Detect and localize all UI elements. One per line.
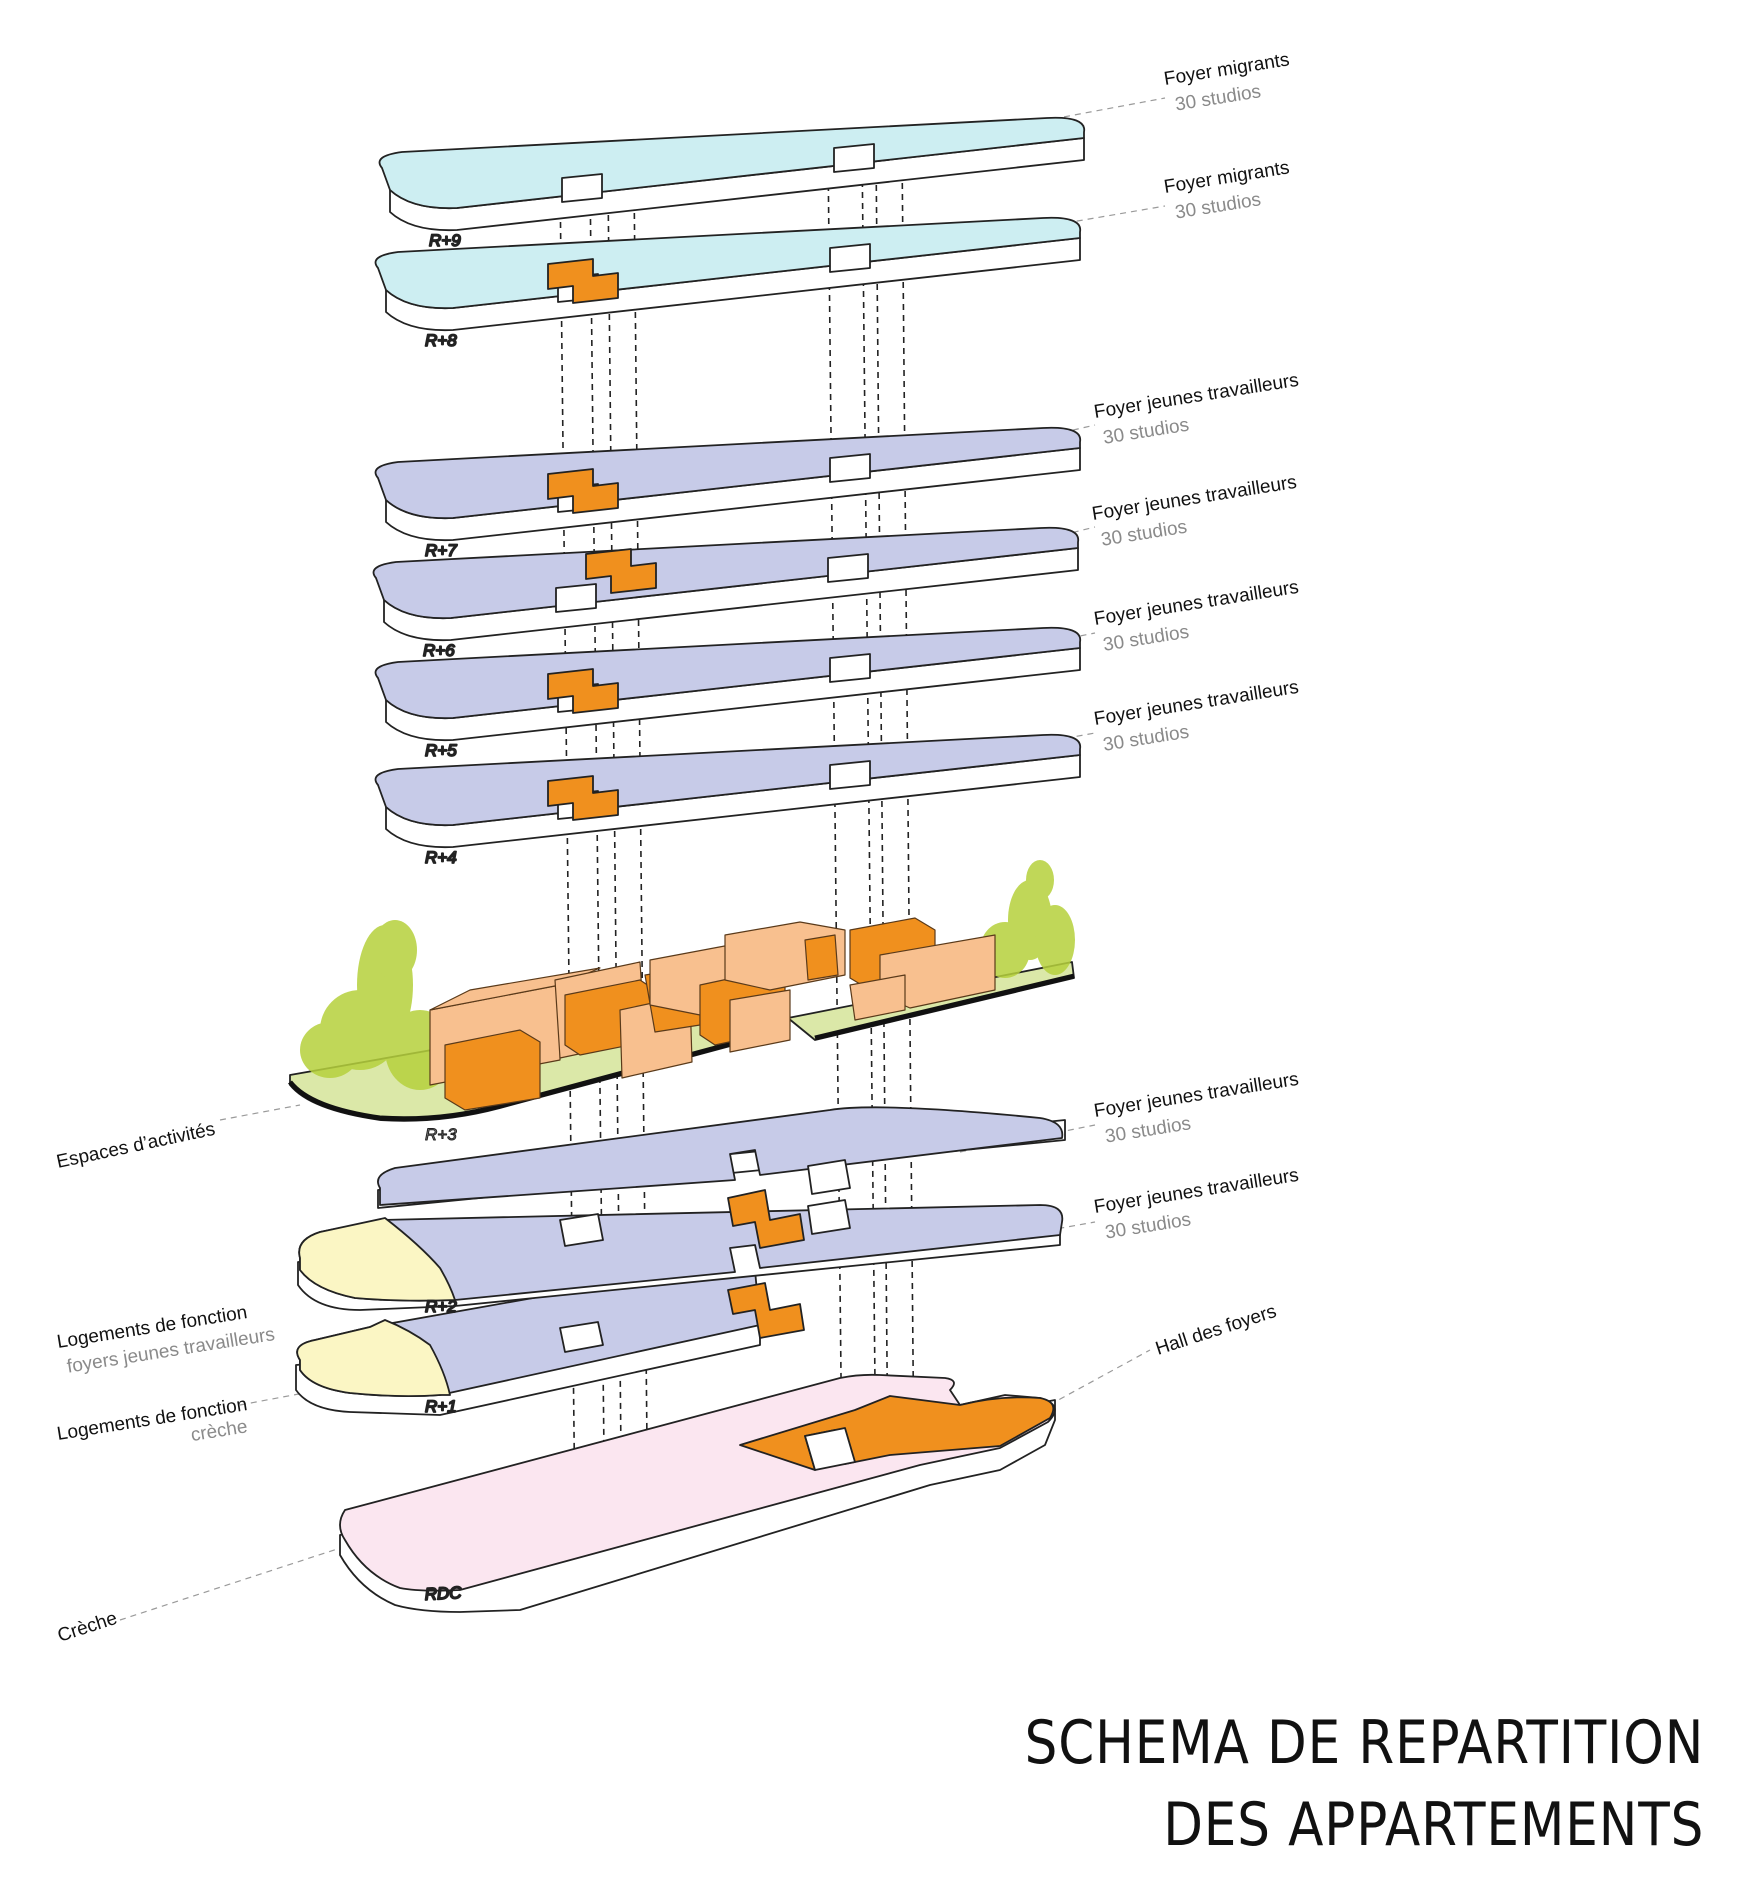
slab-r2: R+2 — [297, 1189, 1064, 1317]
tree-icon — [300, 920, 455, 1090]
slab-r8: R+8 — [374, 216, 1082, 351]
level-label-r8: R+8 — [425, 331, 457, 350]
level-label-r2: R+2 — [425, 1297, 457, 1316]
label-hall: Hall des foyers — [1153, 1301, 1279, 1360]
slab-r4: R+4 — [374, 733, 1082, 868]
label-activites: Espaces d’activités — [55, 1119, 217, 1173]
slab-r7: R+7 — [374, 426, 1082, 561]
slab-rdc: RDC — [339, 1373, 1056, 1613]
label-creche: Crèche — [55, 1608, 120, 1647]
level-label-r3: R+3 — [425, 1125, 457, 1144]
level-label-r1: R+1 — [425, 1397, 457, 1416]
title-line-1: SCHEMA DE REPARTITION — [1024, 1708, 1704, 1778]
slab-r3-fjt — [377, 1106, 1066, 1209]
slab-r1: R+1 — [295, 1261, 805, 1417]
slab-r6: R+6 — [372, 526, 1080, 661]
label-r8-main: Foyer migrants — [1162, 157, 1290, 198]
label-r2-main: Foyer jeunes travailleurs — [1092, 1069, 1300, 1122]
level-label-r7: R+7 — [425, 541, 457, 560]
title-line-2: DES APPARTEMENTS — [1162, 1790, 1704, 1860]
level-label-r4: R+4 — [425, 848, 457, 867]
slab-r9: R+9 — [378, 116, 1086, 251]
diagram-title: SCHEMA DE REPARTITION DES APPARTEMENTS — [1024, 1702, 1704, 1866]
label-r4-main: Foyer jeunes travailleurs — [1092, 677, 1300, 730]
label-r9-main: Foyer migrants — [1162, 49, 1290, 90]
leader-lines — [119, 97, 1166, 1621]
label-r7-main: Foyer jeunes travailleurs — [1092, 370, 1300, 423]
level-label-r6: R+6 — [423, 641, 455, 660]
label-r6-main: Foyer jeunes travailleurs — [1090, 472, 1298, 525]
level-label-rdc: RDC — [424, 1583, 462, 1604]
label-r5-main: Foyer jeunes travailleurs — [1092, 577, 1300, 630]
level-label-r9: R+9 — [429, 231, 461, 250]
level-label-r5: R+5 — [425, 741, 457, 760]
slab-r3-activities: R+3 — [288, 860, 1075, 1145]
slab-r5: R+5 — [374, 626, 1082, 761]
label-r1-main: Foyer jeunes travailleurs — [1092, 1165, 1300, 1218]
